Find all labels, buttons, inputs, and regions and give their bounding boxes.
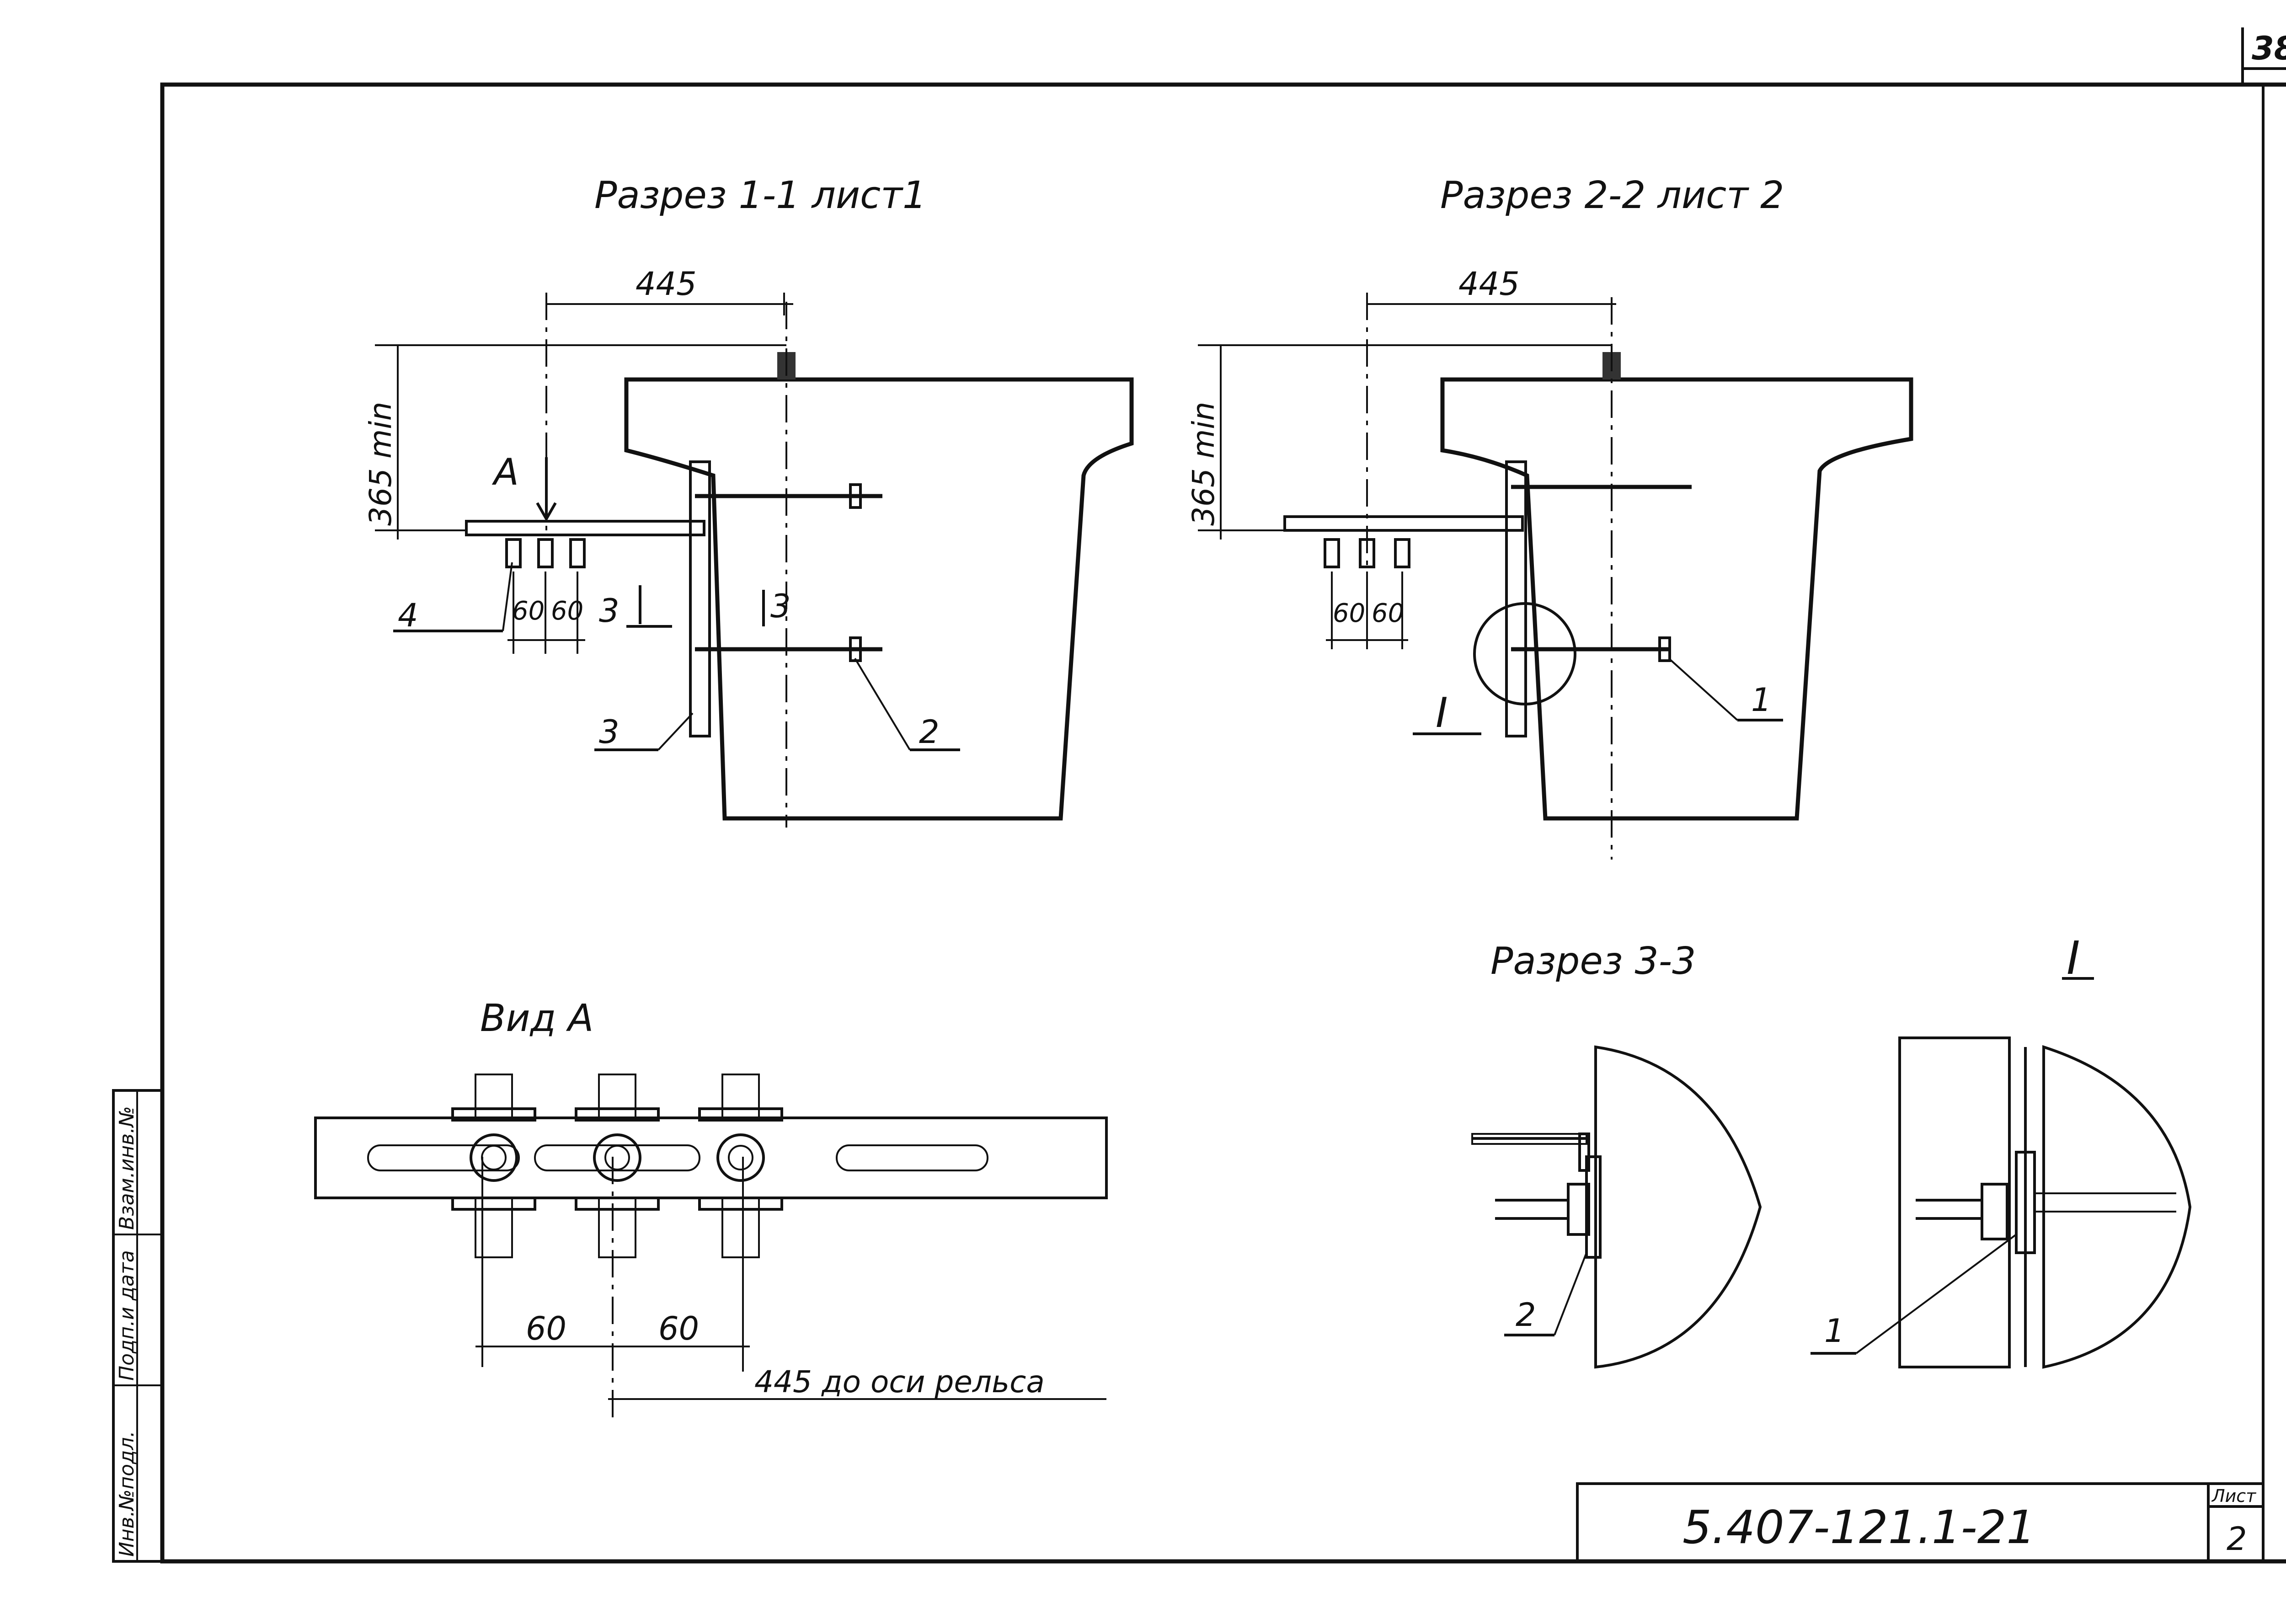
sheet-label: Лист: [2211, 1486, 2257, 1506]
stamp-field-replace-inv: Взам.инв.№: [115, 1106, 139, 1230]
title-block: [1576, 1482, 2265, 1563]
left-stamp-strip: [112, 1089, 164, 1563]
section-2-2-title: Разрез 2-2 лист 2: [1440, 174, 1784, 217]
view-a-dim-60-a: 60: [526, 1310, 566, 1347]
s11-callout-3: 3: [599, 713, 620, 751]
s33-callout-2: 2: [1516, 1296, 1536, 1334]
s11-cut-mark-right: 3: [770, 588, 791, 625]
s11-callout-2: 2: [919, 713, 940, 751]
s11-dim-365: 365 min: [363, 402, 398, 526]
s11-dim-445: 445: [636, 265, 697, 303]
detail-i-mark: I: [2067, 931, 2080, 985]
view-a-drawing: [314, 1074, 1108, 1417]
section-3-3-drawing: [1471, 1045, 1762, 1369]
sheet-number: 2: [2227, 1520, 2247, 1558]
s11-view-mark-a: A: [491, 451, 519, 493]
s22-callout-1: 1: [1751, 681, 1772, 719]
view-a-dim-rail: 445 до оси рельса: [754, 1364, 1045, 1400]
s22-dim-365: 365 min: [1186, 402, 1221, 526]
view-a-title: Вид А: [480, 997, 593, 1040]
sheet-frame: [160, 27, 2286, 1564]
s11-spacing-a: 60: [512, 596, 545, 626]
s11-cut-mark: 3: [599, 592, 620, 630]
section-1-1-drawing: [375, 293, 1134, 828]
stamp-field-inv-original: Инв.№подл.: [115, 1431, 139, 1557]
corner-sheet-number: 38: [2252, 30, 2286, 67]
s22-dim-445: 445: [1458, 265, 1520, 303]
section-3-3-title: Разрез 3-3: [1490, 940, 1696, 983]
stamp-field-sign-date: Подп.и дата: [115, 1250, 139, 1381]
detail-i-drawing: [1811, 977, 2192, 1369]
s22-spacing-a: 60: [1333, 598, 1365, 628]
section-1-1-title: Разрез 1-1 лист1: [594, 174, 926, 217]
s22-spacing-b: 60: [1372, 598, 1404, 628]
s11-spacing-b: 60: [551, 596, 583, 626]
view-a-dim-60-b: 60: [658, 1310, 699, 1347]
section-2-2-drawing: [1198, 293, 1913, 860]
detail-i-callout-1: 1: [1824, 1312, 1845, 1350]
document-code: 5.407-121.1-21: [1682, 1501, 2035, 1554]
s11-callout-4: 4: [398, 597, 418, 634]
s22-detail-mark: I: [1436, 689, 1448, 737]
